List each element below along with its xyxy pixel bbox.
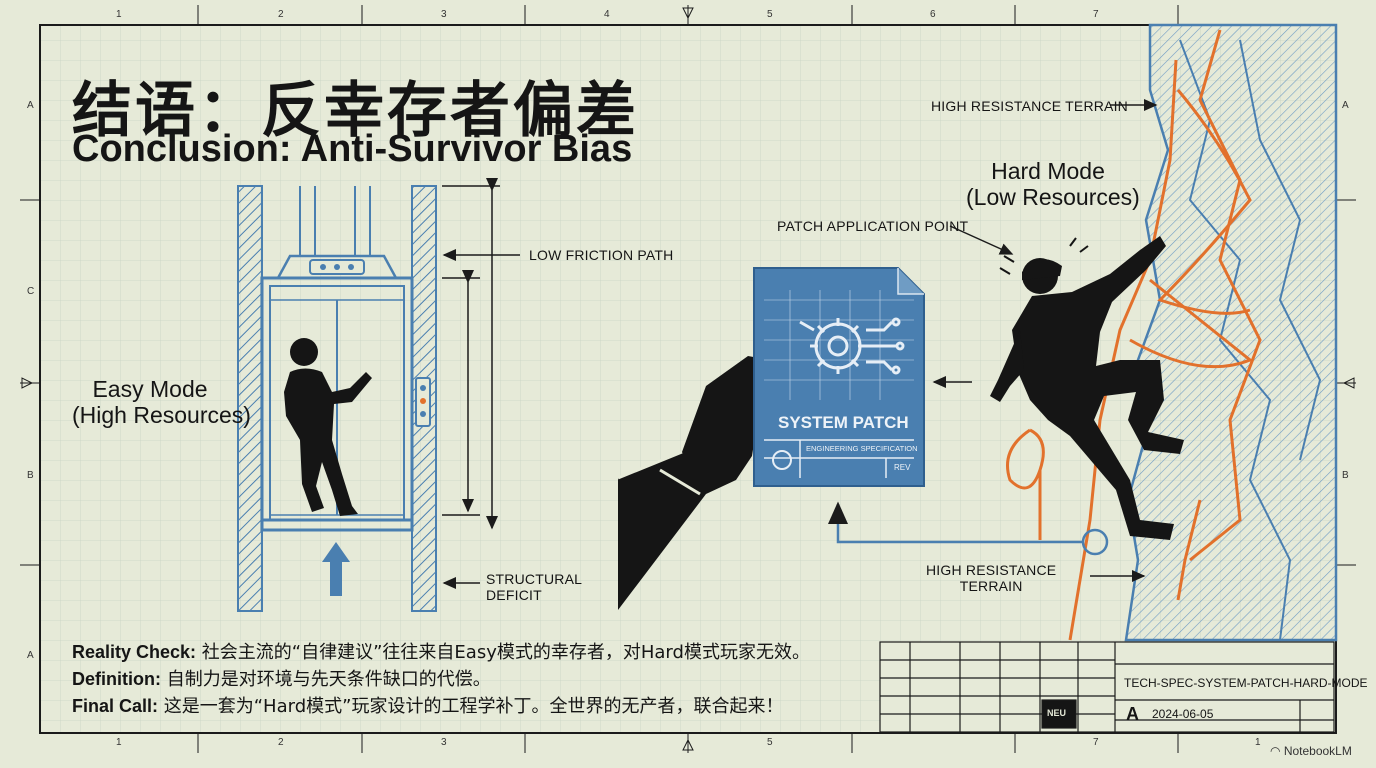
callout-arrows xyxy=(828,99,1158,582)
structural-deficit-label: STRUCTURAL DEFICIT xyxy=(486,571,582,603)
border-number-bottom-2: 2 xyxy=(278,737,284,748)
border-letter-a: A xyxy=(27,100,34,111)
border-letter-b-right: B xyxy=(1342,470,1349,481)
badge-logo: NEU xyxy=(1047,708,1067,718)
date: 2024-06-05 xyxy=(1152,707,1214,721)
climbing-rope xyxy=(1006,29,1262,641)
note-definition: Definition: 自制力是对环境与先天条件缺口的代偿。 xyxy=(72,665,491,691)
terrain-bottom-line1: HIGH RESISTANCE xyxy=(926,562,1057,578)
easy-mode-title: Easy Mode xyxy=(92,376,208,402)
note-final-call: Final Call: 这是一套为“Hard模式”玩家设计的工程学补丁。全世界的… xyxy=(72,692,783,718)
note-reality-check: Reality Check: 社会主流的“自律建议”往往来自Easy模式的幸存者… xyxy=(72,638,810,664)
border-number-bottom-5: 5 xyxy=(767,737,773,748)
note-text: 自制力是对环境与先天条件缺口的代偿。 xyxy=(160,669,491,690)
border-number-1: 1 xyxy=(116,9,122,20)
terrain-bottom-line2: TERRAIN xyxy=(959,578,1023,594)
revision-letter: A xyxy=(1126,704,1139,724)
border-number-bottom-7: 7 xyxy=(1093,737,1099,748)
high-resistance-terrain-bottom-label: HIGH RESISTANCE TERRAIN xyxy=(926,562,1056,594)
elevator xyxy=(237,185,437,612)
doc-id: TECH-SPEC-SYSTEM-PATCH-HARD-MODE xyxy=(1124,676,1368,690)
patch-subtitle: ENGINEERING SPECIFICATION xyxy=(806,444,918,453)
border-number-bottom-last: 1 xyxy=(1255,737,1261,748)
title-english: Conclusion: Anti-Survivor Bias xyxy=(72,128,633,170)
relaxed-person-figure xyxy=(284,338,372,516)
title-block xyxy=(879,641,1335,733)
easy-mode-label: Easy Mode (High Resources) xyxy=(72,376,251,428)
border-number-5: 5 xyxy=(767,9,773,20)
border-number-7: 7 xyxy=(1093,9,1099,20)
note-text: 社会主流的“自律建议”往往来自Easy模式的幸存者，对Hard模式玩家无效。 xyxy=(196,642,810,663)
watermark-text: NotebookLM xyxy=(1283,744,1352,758)
border-number-bottom-1: 1 xyxy=(116,737,122,748)
note-text: 这是一套为“Hard模式”玩家设计的工程学补丁。全世界的无产者，联合起来！ xyxy=(158,696,784,717)
hard-mode-title: Hard Mode xyxy=(991,158,1105,184)
climber-figure xyxy=(990,236,1184,540)
border-letter-c: C xyxy=(27,286,35,297)
border-number-4: 4 xyxy=(604,9,610,20)
patch-application-point-label: PATCH APPLICATION POINT xyxy=(777,218,969,234)
easy-mode-subtitle: (High Resources) xyxy=(72,402,251,428)
border-letter-b: B xyxy=(27,470,34,481)
center-marks xyxy=(21,7,1355,751)
watermark: ◠ NotebookLM xyxy=(1270,744,1352,758)
border-number-3: 3 xyxy=(441,9,447,20)
border-letter-a-bottom: A xyxy=(27,650,34,661)
structural-deficit-line1: STRUCTURAL xyxy=(486,571,583,587)
high-resistance-terrain-top-label: HIGH RESISTANCE TERRAIN xyxy=(931,98,1128,114)
patch-rev: REV xyxy=(894,463,911,472)
stress-marks xyxy=(999,237,1089,275)
system-patch-document xyxy=(753,267,925,487)
border-number-6: 6 xyxy=(930,9,936,20)
note-label: Final Call: xyxy=(72,696,159,716)
note-label: Definition: xyxy=(72,669,161,689)
patch-title: SYSTEM PATCH xyxy=(778,413,909,432)
title-chinese: 结语：反幸存者偏差 xyxy=(72,76,639,146)
gear-icon xyxy=(799,317,905,375)
hard-mode-label: Hard Mode (Low Resources) xyxy=(966,158,1140,210)
cliff xyxy=(1124,23,1338,642)
border-letter-a-right: A xyxy=(1342,100,1349,111)
structural-deficit-line2: DEFICIT xyxy=(486,587,542,603)
border-number-2: 2 xyxy=(278,9,284,20)
border-number-bottom-3: 3 xyxy=(441,737,447,748)
up-arrow-icon xyxy=(322,542,350,596)
note-label: Reality Check: xyxy=(72,642,197,662)
hard-mode-subtitle: (Low Resources) xyxy=(966,184,1140,210)
notebook-icon: ◠ xyxy=(1270,744,1284,758)
low-friction-path-label: LOW FRICTION PATH xyxy=(529,247,674,263)
small-gear-icon xyxy=(772,450,792,470)
frame-ticks xyxy=(20,5,1356,753)
dimension-lines xyxy=(442,178,520,589)
